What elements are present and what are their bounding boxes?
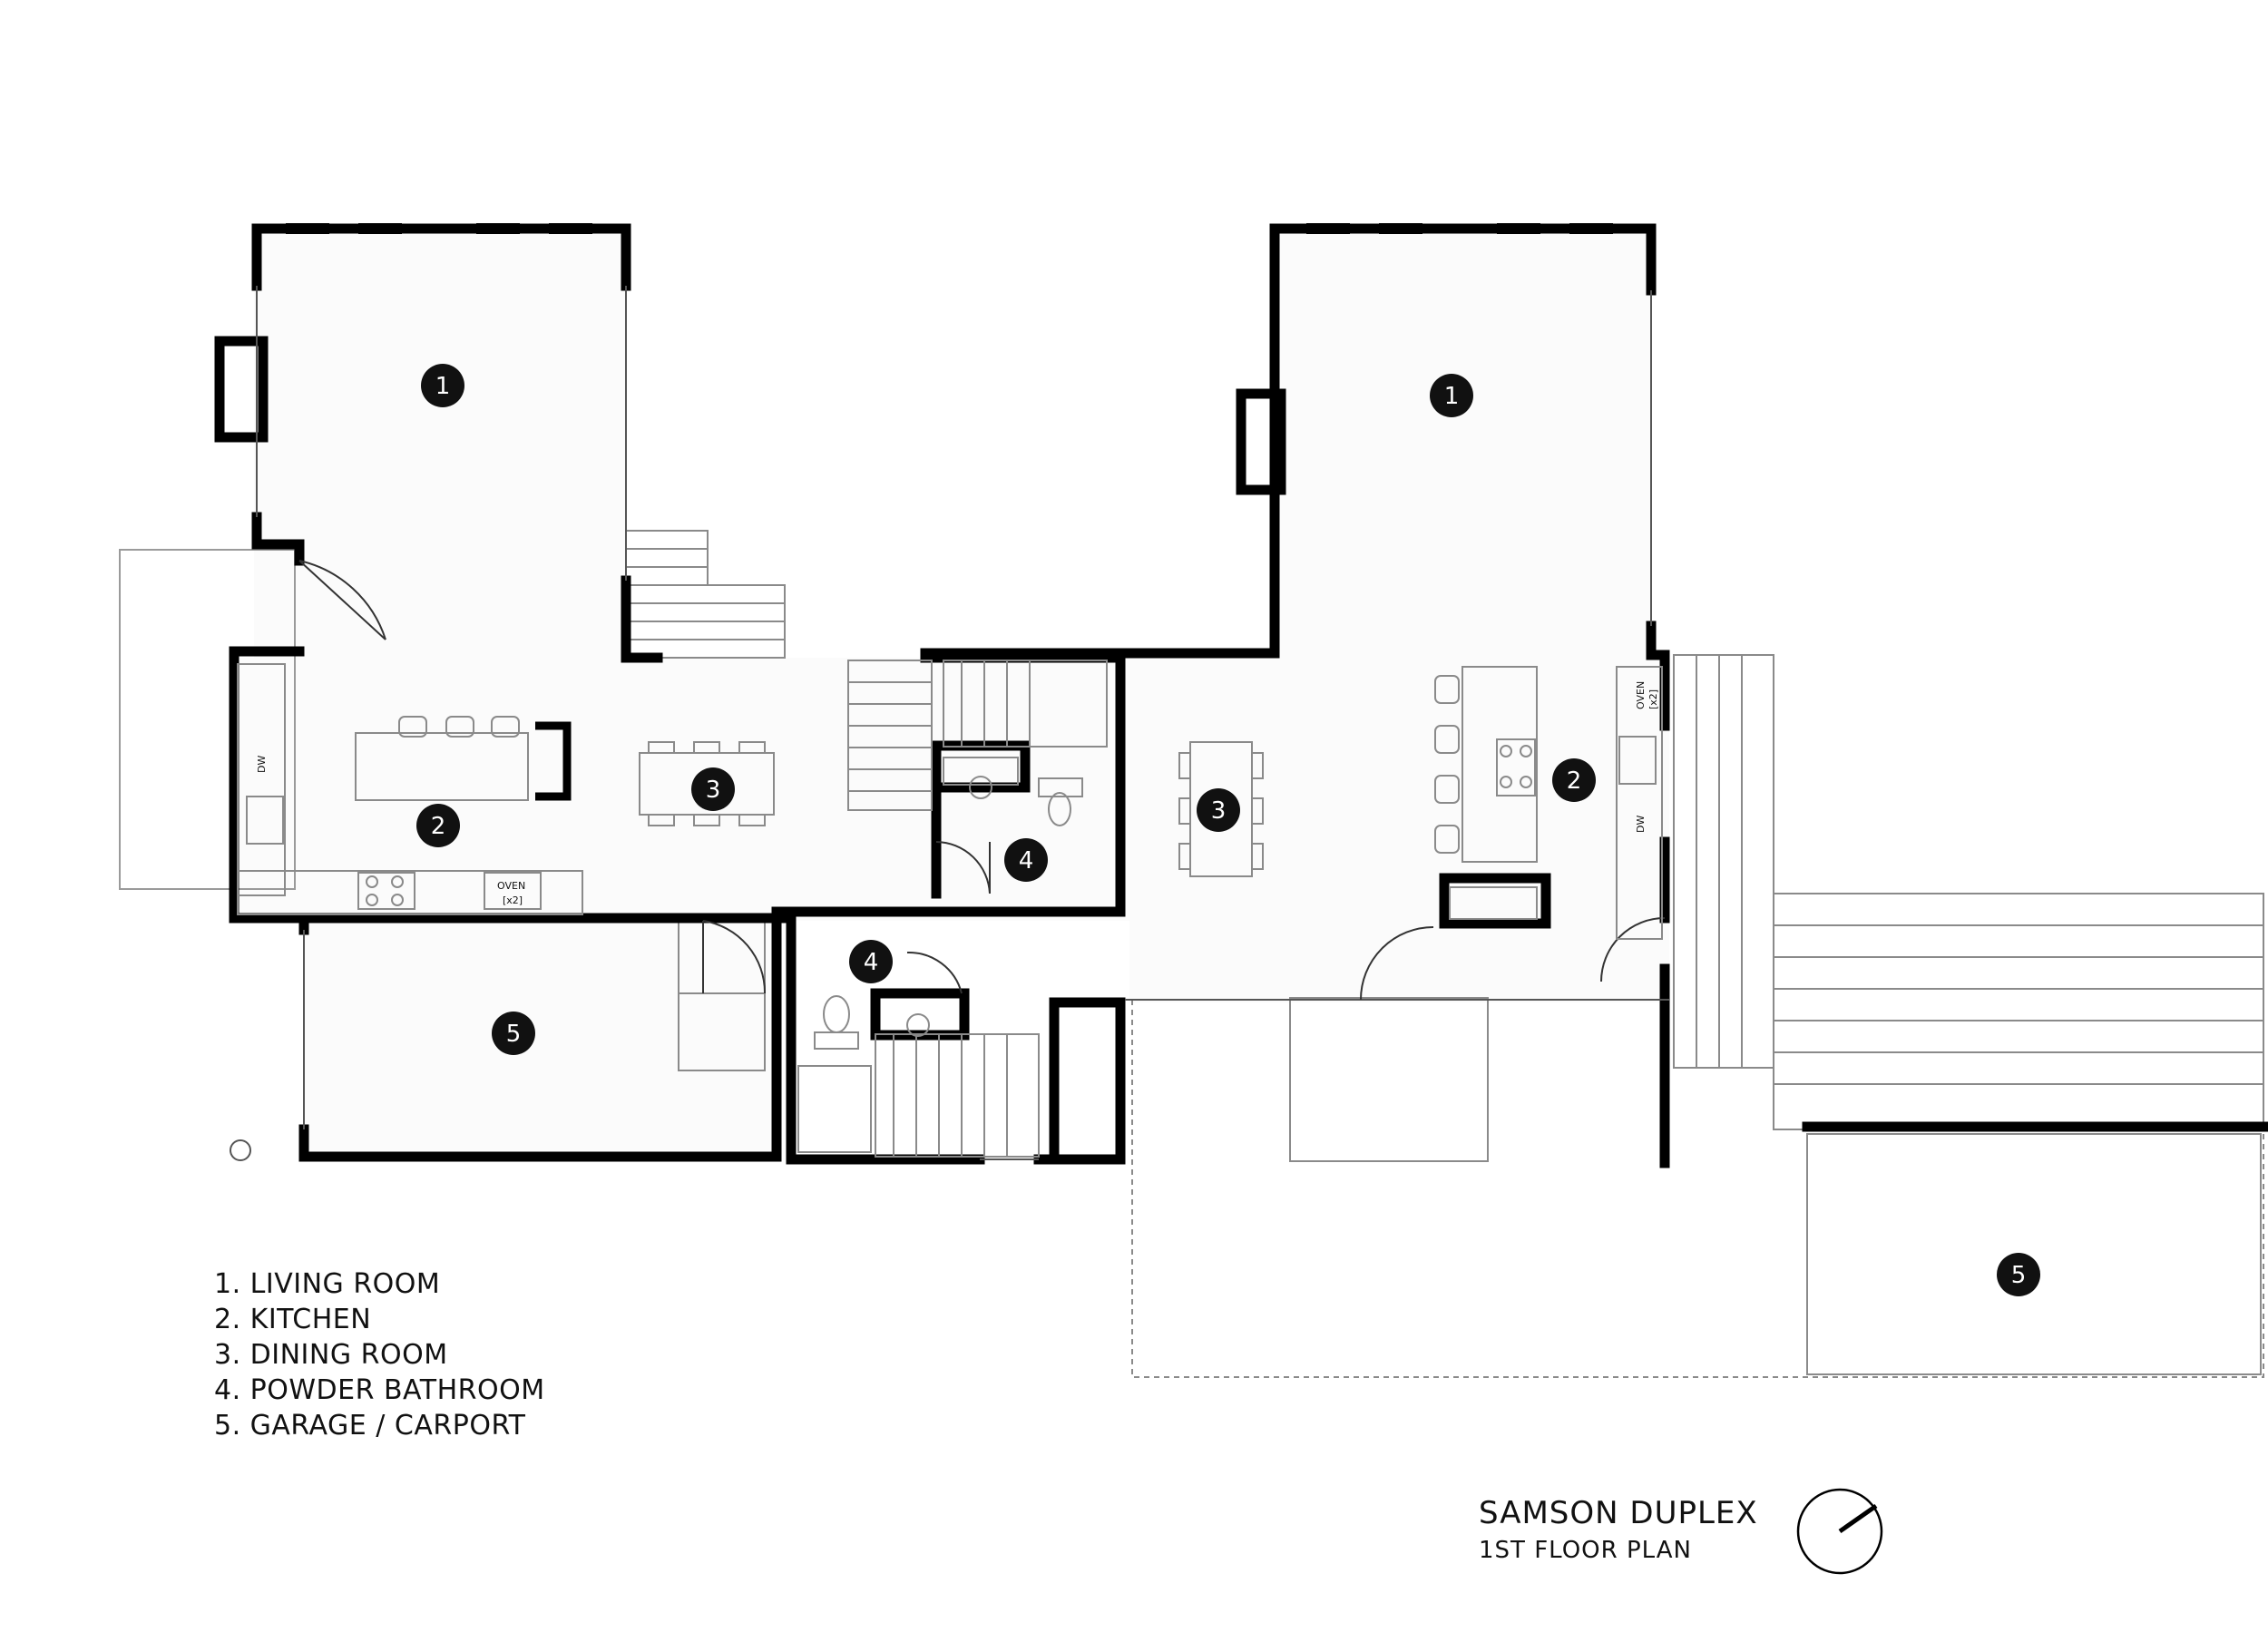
legend-item-kitchen: 2. KITCHEN — [214, 1304, 372, 1335]
left-dishwasher-label: DW — [256, 756, 268, 773]
room-marker-circle — [1004, 838, 1048, 882]
right-dining-table — [1178, 741, 1264, 877]
right-kitchen-fixtures — [1434, 666, 1663, 940]
room-marker-left-dining-room: 3 — [691, 767, 735, 811]
legend-item-living-room: 1. LIVING ROOM — [214, 1268, 441, 1300]
room-marker-circle — [691, 767, 735, 811]
room-marker-circle — [1997, 1253, 2040, 1296]
room-marker-number: 3 — [1211, 797, 1227, 825]
room-marker-left-living-room: 1 — [421, 364, 464, 407]
legend-item-garage-carport: 5. GARAGE / CARPORT — [214, 1410, 526, 1442]
left-porch — [119, 549, 296, 890]
room-marker-right-garage: 5 — [1997, 1253, 2040, 1296]
legend-item-powder-bathroom: 4. POWDER BATHROOM — [214, 1374, 545, 1406]
room-marker-circle — [1430, 374, 1473, 417]
windows — [286, 223, 1613, 234]
room-marker-circle — [492, 1012, 535, 1055]
right-deck — [1673, 654, 2264, 1130]
room-marker-number: 2 — [431, 813, 446, 840]
plan-subtitle: 1ST FLOOR PLAN — [1479, 1537, 1692, 1564]
room-marker-right-living-room: 1 — [1430, 374, 1473, 417]
legend-item-dining-room: 3. DINING ROOM — [214, 1339, 448, 1371]
room-marker-right-dining-room: 3 — [1197, 788, 1240, 832]
right-oven-count-label: [x2] — [1647, 689, 1659, 709]
room-markers: 1 2 3 4 4 5 1 2 3 5 — [416, 364, 2040, 1296]
north-arrow-icon — [1796, 1488, 1883, 1575]
right-dishwasher-label: DW — [1635, 816, 1647, 833]
fixture-labels: DW OVEN [x2] OVEN [x2] DW — [256, 681, 1659, 906]
room-marker-left-garage: 5 — [492, 1012, 535, 1055]
room-marker-upper-powder-bathroom: 4 — [1004, 838, 1048, 882]
doors — [298, 560, 1666, 1001]
left-dining-table — [639, 741, 775, 826]
left-deck-stairs — [625, 530, 786, 659]
room-marker-lower-powder-bathroom: 4 — [849, 940, 893, 983]
thin-walls — [256, 286, 1669, 1160]
left-oven-label: OVEN — [497, 880, 525, 892]
lower-stair — [797, 995, 1040, 1158]
room-marker-circle — [421, 364, 464, 407]
title-block: SAMSON DUPLEX 1ST FLOOR PLAN — [1479, 1495, 1758, 1564]
plan-title: SAMSON DUPLEX — [1479, 1495, 1758, 1531]
left-oven-count-label: [x2] — [503, 894, 523, 906]
room-marker-circle — [416, 804, 460, 847]
room-marker-number: 1 — [1444, 383, 1460, 410]
upper-powder-fixtures — [943, 757, 1083, 826]
right-garage-box — [1289, 997, 2262, 1375]
right-carport-outline — [1131, 894, 2264, 1378]
room-marker-left-kitchen: 2 — [416, 804, 460, 847]
room-marker-circle — [1197, 788, 1240, 832]
left-kitchen-stool-wall — [535, 721, 572, 801]
room-marker-circle — [849, 940, 893, 983]
room-marker-number: 4 — [864, 949, 879, 976]
room-marker-number: 1 — [435, 373, 451, 400]
light-post-icon — [230, 1139, 251, 1161]
room-marker-number: 5 — [2011, 1262, 2027, 1289]
left-stools — [398, 716, 520, 738]
room-marker-number: 5 — [506, 1021, 522, 1048]
room-marker-right-kitchen: 2 — [1552, 758, 1596, 802]
right-oven-label: OVEN — [1635, 681, 1647, 709]
left-kitchen-fixtures — [237, 663, 583, 915]
room-marker-circle — [1552, 758, 1596, 802]
room-legend: 1. LIVING ROOM 2. KITCHEN 3. DINING ROOM… — [214, 1266, 545, 1443]
walls — [214, 223, 2268, 1168]
room-marker-number: 4 — [1019, 847, 1034, 875]
room-marker-number: 2 — [1567, 767, 1582, 795]
room-marker-number: 3 — [706, 777, 721, 804]
left-stair — [847, 660, 1108, 811]
